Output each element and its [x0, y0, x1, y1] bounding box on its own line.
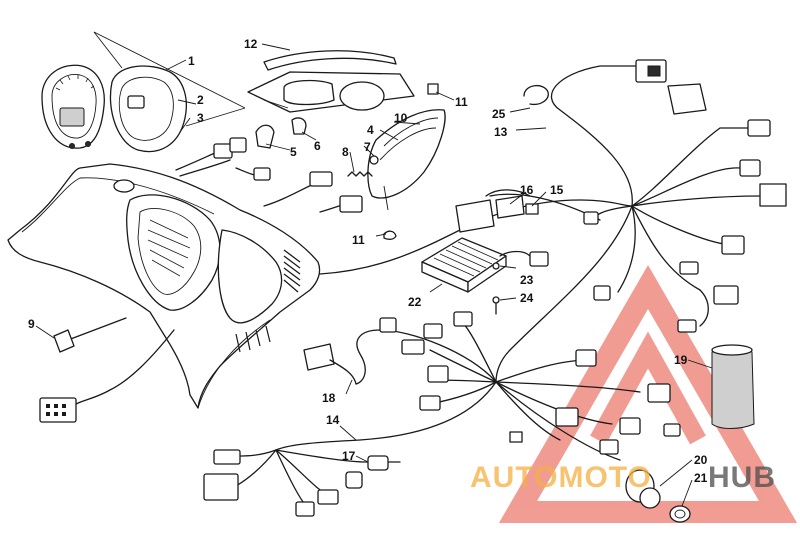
- callout-10: 10: [394, 111, 408, 125]
- headlight-harness: [175, 137, 363, 213]
- callout-14: 14: [326, 413, 340, 427]
- callout-6: 6: [314, 139, 321, 153]
- instrument-cluster: [41, 64, 105, 149]
- callout-19: 19: [674, 353, 688, 367]
- relay-assembly: [455, 189, 539, 233]
- callout-21: 21: [694, 471, 708, 485]
- bulb-socket-5: [255, 124, 275, 149]
- callout-18: 18: [322, 391, 336, 405]
- callout-12: 12: [244, 37, 258, 51]
- callout-8: 8: [342, 145, 349, 159]
- spring-8: [347, 171, 373, 177]
- cluster-bezel: [109, 65, 187, 153]
- callout-17: 17: [342, 449, 356, 463]
- ignition-switch: [625, 469, 691, 523]
- callout-7: 7: [364, 140, 371, 154]
- callout-numbers: 1 2 3 4 5 6 7 8 9 10 11 11 12 13 14 15 1…: [28, 37, 708, 485]
- callout-5: 5: [290, 145, 297, 159]
- callout-13: 13: [494, 125, 508, 139]
- callout-22: 22: [408, 295, 422, 309]
- trim-strip: [263, 50, 397, 71]
- callout-15: 15: [550, 183, 564, 197]
- callout-3: 3: [197, 111, 204, 125]
- clip-11-upper: [427, 83, 439, 95]
- headlight-lens: [367, 109, 446, 199]
- callout-4: 4: [367, 123, 374, 137]
- watermark-text: AUTOMOTO HUB: [470, 461, 776, 494]
- callout-16: 16: [520, 183, 534, 197]
- lower-harness-14: [203, 311, 681, 517]
- clip-11-lower: [383, 230, 397, 240]
- headlight-housing: [247, 71, 415, 113]
- callout-11-lower: 11: [352, 233, 365, 247]
- bulb-6: [291, 117, 307, 135]
- sensor-harness: [39, 329, 175, 423]
- sensor-9: [53, 317, 127, 353]
- bracket-25: [523, 85, 549, 106]
- callout-23: 23: [520, 273, 534, 287]
- main-harness-13: [319, 59, 787, 383]
- callout-2: 2: [197, 93, 204, 107]
- callout-24: 24: [520, 291, 534, 305]
- watermark-hub: HUB: [708, 461, 776, 494]
- callout-9: 9: [28, 317, 35, 331]
- voltage-regulator: [421, 237, 549, 315]
- callout-1: 1: [188, 54, 195, 68]
- sleeve-19: [711, 344, 755, 429]
- bulb-7: [369, 155, 379, 165]
- front-fairing: [7, 163, 321, 409]
- leader-lines: [35, 43, 713, 507]
- callout-11-upper: 11: [455, 95, 468, 109]
- callout-25: 25: [492, 107, 506, 121]
- watermark-automoto: AUTOMOTO: [470, 461, 652, 494]
- callout-20: 20: [694, 453, 708, 467]
